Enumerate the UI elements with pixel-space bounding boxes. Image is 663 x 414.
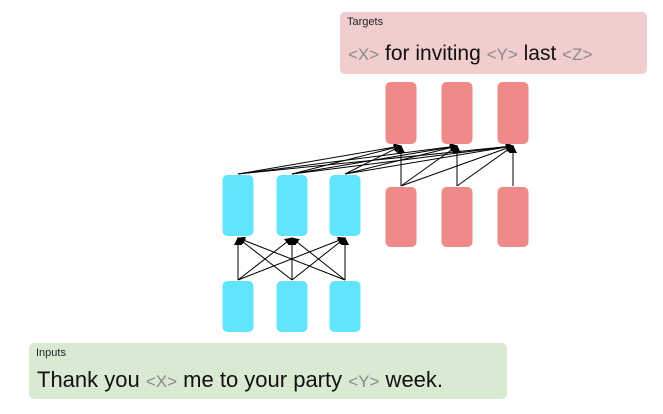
sentinel-token: <Y> <box>348 372 380 391</box>
decoder-output-block <box>441 82 473 144</box>
decoder-output-block <box>497 82 529 144</box>
encoder-input-block <box>276 281 308 332</box>
sentinel-token: <X> <box>348 45 380 64</box>
inputs-label: Inputs <box>36 347 66 359</box>
connection-arrow <box>456 145 514 187</box>
decoder-input-block <box>497 187 529 247</box>
connection-arrow <box>237 237 293 281</box>
decoder-output-block <box>385 82 417 144</box>
encoder-block <box>329 175 361 236</box>
targets-sequence: <X> for inviting <Y> last <Z> <box>348 42 592 66</box>
encoder-input-block <box>329 281 361 332</box>
decoder-input-block <box>441 187 473 247</box>
encoder-block <box>222 175 254 236</box>
inputs-sequence: Thank you <X> me to your party <Y> week. <box>37 367 443 393</box>
encoder-block <box>276 175 308 236</box>
decoder-input-block <box>385 187 417 247</box>
connection-arrow <box>400 145 458 187</box>
sentinel-token: <X> <box>145 372 178 391</box>
text-token: for inviting <box>379 42 487 65</box>
targets-label: Targets <box>347 16 384 28</box>
connection-arrow <box>344 145 402 175</box>
connection-arrow <box>344 143 514 175</box>
connection-arrow <box>291 143 402 175</box>
text-token: Thank you <box>37 367 146 392</box>
targets-box: Targets <X> for inviting <Y> last <Z> <box>340 12 647 74</box>
sentinel-token: <Z> <box>562 45 593 64</box>
connection-arrow <box>291 143 458 175</box>
text-token: last <box>517 42 563 65</box>
connection-arrow <box>291 237 346 281</box>
text-token: me to your party <box>177 367 349 392</box>
sentinel-token: <Y> <box>486 45 518 64</box>
text-token: week. <box>379 367 444 392</box>
connection-arrow <box>237 143 402 175</box>
connection-arrow <box>237 236 346 281</box>
inputs-box: Inputs Thank you <X> me to your party <Y… <box>29 343 507 399</box>
encoder-input-block <box>222 281 254 332</box>
